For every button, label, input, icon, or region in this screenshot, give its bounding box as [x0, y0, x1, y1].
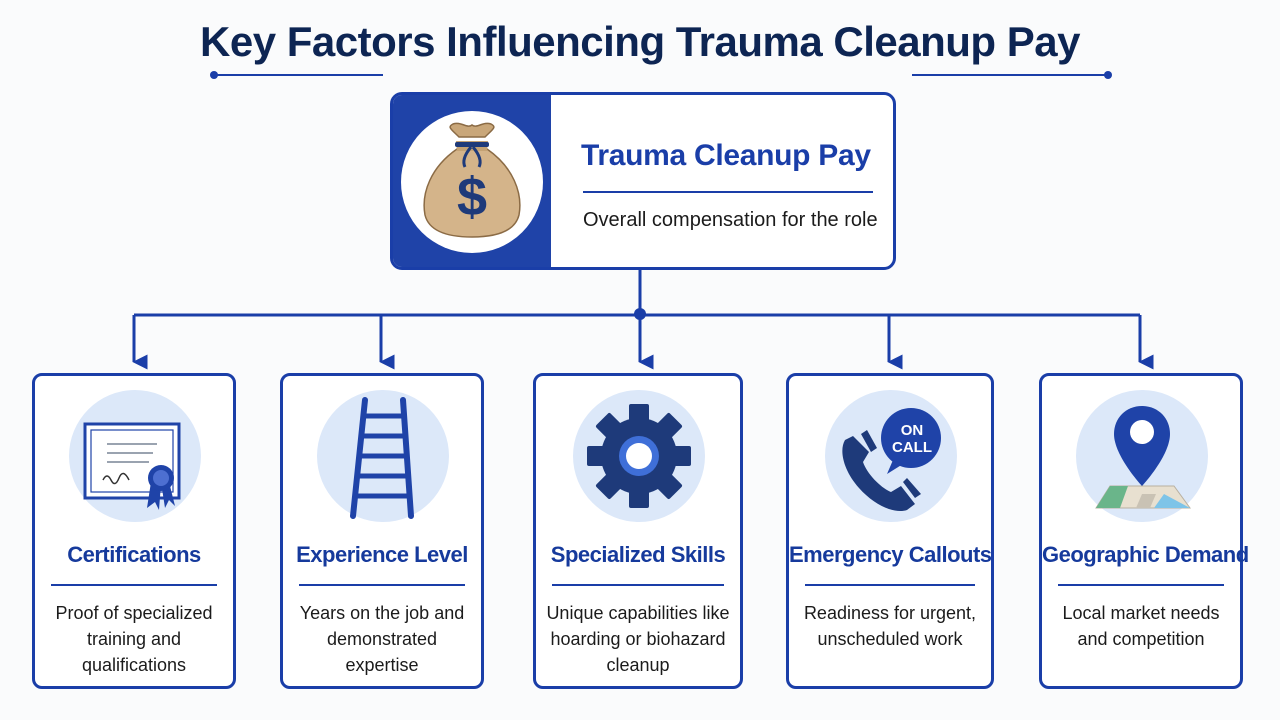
- svg-text:$: $: [457, 167, 487, 227]
- factor-icon-circle: [317, 390, 449, 522]
- main-icon-circle: $: [401, 111, 543, 253]
- map-pin-icon: [1095, 406, 1191, 509]
- connector-arrows: [132, 315, 1154, 370]
- factor-card-geographic-demand: Geographic Demand Local market needs and…: [1039, 373, 1249, 689]
- factor-rule: [552, 584, 724, 586]
- factor-description: Years on the job and demonstrated expert…: [299, 603, 465, 675]
- factor-icon-circle: [573, 390, 705, 522]
- money-bag-icon: $: [423, 122, 521, 238]
- factor-title: Emergency Callouts: [789, 542, 992, 567]
- ladder-icon: [350, 397, 414, 519]
- certificate-icon: [83, 422, 181, 510]
- title-dot-left: [210, 71, 218, 79]
- factor-title: Certifications: [67, 542, 201, 567]
- title-rule-left: [213, 74, 383, 76]
- main-node: $ Trauma Cleanup Pay Overall compensatio…: [390, 92, 896, 270]
- factor-rule: [805, 584, 975, 586]
- main-node-rule: [583, 191, 873, 193]
- factor-description: Readiness for urgent, unscheduled work: [803, 603, 977, 649]
- factor-card-experience-level: Experience Level Years on the job and de…: [280, 373, 484, 689]
- factor-title: Experience Level: [296, 542, 468, 567]
- factor-card-specialized-skills: Specialized Skills Unique capabilities l…: [533, 373, 743, 689]
- phone-on-call-icon: [842, 408, 941, 512]
- factor-card-certifications: Certifications Proof of specialized trai…: [32, 373, 236, 689]
- factor-description: Proof of specialized training and qualif…: [55, 603, 213, 675]
- factor-rule: [51, 584, 217, 586]
- factor-description: Local market needs and competition: [1062, 603, 1220, 649]
- main-node-description: Overall compensation for the role: [583, 209, 878, 231]
- factor-icon-circle: [1076, 390, 1208, 522]
- page-title: Key Factors Influencing Trauma Cleanup P…: [200, 18, 1080, 65]
- factor-title: Geographic Demand: [1042, 542, 1249, 567]
- title-rule-right: [912, 74, 1108, 76]
- factor-rule: [299, 584, 465, 586]
- factor-rule: [1058, 584, 1224, 586]
- title-dot-right: [1104, 71, 1112, 79]
- factor-title: Specialized Skills: [550, 542, 726, 567]
- main-node-title: Trauma Cleanup Pay: [581, 139, 871, 172]
- gear-icon: [587, 404, 691, 508]
- factor-icon-circle: [69, 390, 201, 522]
- main-icon-panel: $: [393, 95, 551, 267]
- factor-description: Unique capabilities like hoarding or bio…: [546, 603, 730, 675]
